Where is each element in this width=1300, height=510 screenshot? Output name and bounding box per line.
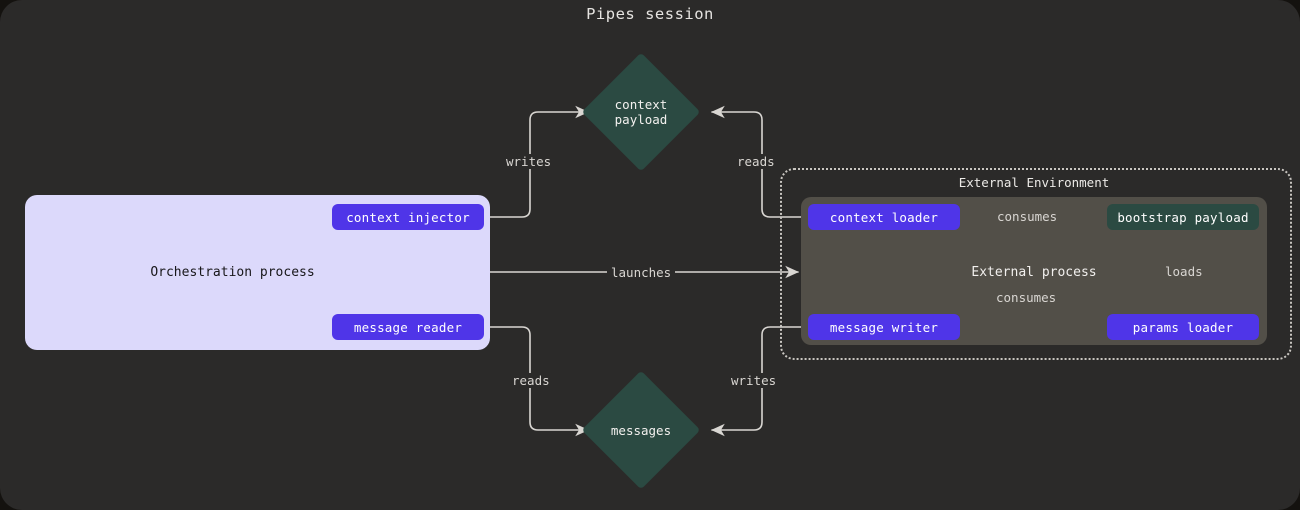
edge-label-reads-context: reads xyxy=(733,154,779,169)
edge-label-writes-context: writes xyxy=(502,154,556,169)
node-context-injector[interactable]: context injector xyxy=(332,204,484,230)
edge-label-consumes-context: consumes xyxy=(993,209,1062,224)
external-environment-container xyxy=(780,168,1292,360)
node-bootstrap-payload[interactable]: bootstrap payload xyxy=(1107,204,1259,230)
node-context-loader[interactable]: context loader xyxy=(808,204,960,230)
page-title: Pipes session xyxy=(586,5,714,23)
node-message-reader[interactable]: message reader xyxy=(332,314,484,340)
orchestration-process-label: Orchestration process xyxy=(150,265,315,280)
node-params-loader[interactable]: params loader xyxy=(1107,314,1259,340)
edge-label-reads-messages: reads xyxy=(508,373,554,388)
node-message-writer[interactable]: message writer xyxy=(808,314,960,340)
external-environment-label: External Environment xyxy=(958,175,1110,190)
diamond-label-context-payload: context payload xyxy=(569,70,713,154)
external-process-label: External process xyxy=(971,265,1097,280)
edge-label-writes-messages: writes xyxy=(727,373,781,388)
context-payload-line2: payload xyxy=(614,112,668,127)
messages-line1: messages xyxy=(610,422,672,438)
edge-label-launches: launches xyxy=(607,265,676,280)
edge-label-consumes-message: consumes xyxy=(992,290,1061,305)
edge-label-loads: loads xyxy=(1161,264,1207,279)
context-payload-line1: context xyxy=(614,97,668,112)
diamond-label-messages: messages xyxy=(569,388,713,472)
